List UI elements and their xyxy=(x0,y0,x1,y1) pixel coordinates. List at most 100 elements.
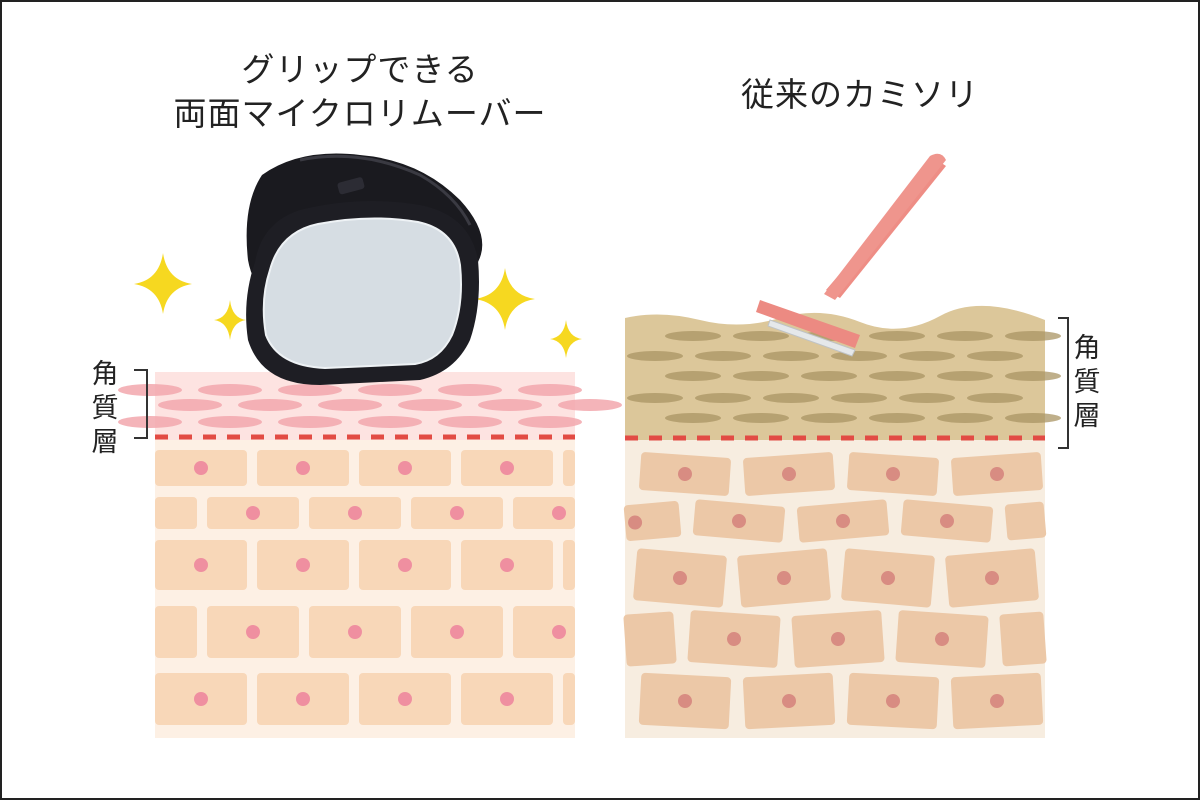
stratum-cell xyxy=(198,384,262,396)
skin-cell xyxy=(1004,501,1047,541)
cell-nucleus xyxy=(194,558,208,572)
left-layer-bracket xyxy=(134,369,148,439)
cell-nucleus xyxy=(398,692,412,706)
cell-nucleus xyxy=(246,625,260,639)
stratum-cell xyxy=(198,416,262,428)
stratum-cell xyxy=(438,384,502,396)
right-stratum-cells xyxy=(627,331,1061,423)
stratum-cell xyxy=(627,351,683,361)
skin-cell-group xyxy=(743,452,835,496)
left-skin-cross-section xyxy=(118,372,622,738)
right-skin-cells xyxy=(623,452,1047,730)
cell-nucleus xyxy=(500,558,514,572)
cell-nucleus xyxy=(678,694,692,708)
cell-nucleus xyxy=(732,514,746,528)
skin-cell-group xyxy=(847,452,939,496)
skin-cell-group xyxy=(638,672,732,730)
cell-nucleus xyxy=(886,694,900,708)
cell-nucleus xyxy=(348,506,362,520)
stratum-cell xyxy=(831,351,887,361)
stratum-cell xyxy=(665,371,721,381)
cell-nucleus xyxy=(990,467,1004,481)
left-stratum-cells xyxy=(118,384,622,428)
cell-nucleus xyxy=(398,461,412,475)
cell-nucleus xyxy=(246,506,260,520)
cell-nucleus xyxy=(552,625,566,639)
stratum-cell xyxy=(937,331,993,341)
cell-nucleus xyxy=(831,632,845,646)
cell-nucleus xyxy=(628,515,643,530)
skin-cell-group xyxy=(900,499,994,543)
skin-cell xyxy=(513,606,575,658)
cell-nucleus xyxy=(552,506,566,520)
stratum-cell xyxy=(967,393,1023,403)
right-skin-cross-section xyxy=(623,305,1061,738)
cell-nucleus xyxy=(500,692,514,706)
skin-cell xyxy=(155,606,197,658)
left-title: グリップできる 両面マイクロリムーバー xyxy=(150,48,570,136)
skin-cell-group xyxy=(692,499,786,543)
skin-cell-group xyxy=(623,611,677,667)
label-char: 層 xyxy=(1073,401,1101,432)
stratum-cell xyxy=(627,393,683,403)
skin-cell xyxy=(623,611,677,667)
stratum-cell xyxy=(733,331,789,341)
stratum-cell xyxy=(478,399,542,411)
right-title: 従来のカミソリ xyxy=(741,75,979,114)
right-layer-label: 角 質 層 xyxy=(1070,332,1104,434)
stratum-cell xyxy=(518,416,582,428)
skin-cell-group xyxy=(846,672,940,730)
skin-cell-group xyxy=(841,548,935,608)
cell-nucleus xyxy=(782,467,796,481)
skin-cell-group xyxy=(895,610,989,668)
cell-nucleus xyxy=(450,506,464,520)
stratum-cell xyxy=(438,416,502,428)
stratum-cell xyxy=(398,399,462,411)
cell-nucleus xyxy=(194,692,208,706)
cell-nucleus xyxy=(296,558,310,572)
label-char: 質 xyxy=(1073,367,1101,398)
skin-cell-group xyxy=(623,501,682,541)
cell-nucleus xyxy=(727,632,741,646)
stratum-cell xyxy=(118,384,182,396)
stratum-cell xyxy=(763,351,819,361)
stratum-cell xyxy=(158,399,222,411)
skin-cell-group xyxy=(951,452,1043,496)
skin-cell xyxy=(155,497,197,529)
stratum-cell xyxy=(869,413,925,423)
stratum-cell xyxy=(733,371,789,381)
cell-nucleus xyxy=(935,632,949,646)
stratum-cell xyxy=(558,399,622,411)
stratum-cell xyxy=(358,384,422,396)
stratum-cell xyxy=(695,393,751,403)
stratum-cell xyxy=(1005,371,1061,381)
stratum-cell xyxy=(831,393,887,403)
stratum-cell xyxy=(937,413,993,423)
stratum-cell xyxy=(665,413,721,423)
skin-cell-group xyxy=(945,548,1039,608)
cell-nucleus xyxy=(990,694,1004,708)
stratum-cell xyxy=(1005,413,1061,423)
sparkle-icon xyxy=(475,268,535,330)
skin-cell xyxy=(563,673,575,725)
left-title-line1: グリップできる xyxy=(241,50,479,89)
right-layer-bracket xyxy=(1058,317,1069,449)
skin-cell xyxy=(623,501,682,541)
stratum-cell xyxy=(318,399,382,411)
label-char: 層 xyxy=(91,427,119,458)
left-layer-label: 角 質 層 xyxy=(88,358,122,460)
stratum-cell xyxy=(118,416,182,428)
stratum-cell xyxy=(358,416,422,428)
stratum-cell xyxy=(869,331,925,341)
cell-nucleus xyxy=(673,571,687,585)
stratum-cell xyxy=(238,399,302,411)
skin-cell-group xyxy=(791,610,885,668)
cell-nucleus xyxy=(940,514,954,528)
left-skin-cells xyxy=(155,450,575,725)
skin-cell-group xyxy=(639,452,731,496)
label-char: 質 xyxy=(91,393,119,424)
skin-cell-group xyxy=(742,672,836,730)
skin-cell-group xyxy=(687,610,781,668)
stratum-cell xyxy=(869,371,925,381)
